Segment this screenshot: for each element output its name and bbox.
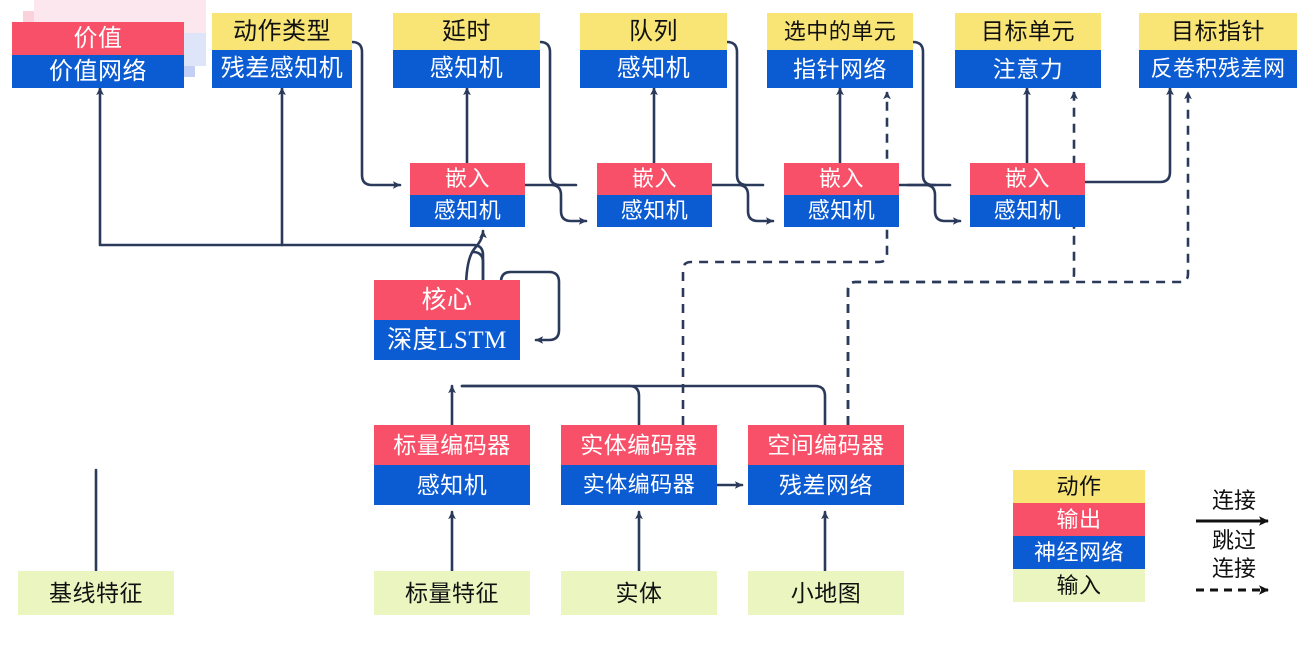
node-action-type-top: 动作类型 <box>212 13 352 50</box>
node-selected-units-bottom: 指针网络 <box>767 50 913 88</box>
node-action-type-bottom: 残差感知机 <box>212 50 352 88</box>
legend-color-key: 动作 输出 神经网络 输入 <box>1013 470 1145 602</box>
legend-swatch-output: 输出 <box>1013 503 1145 536</box>
node-embed-2-top: 嵌入 <box>597 163 712 195</box>
wire-queued-rail <box>725 40 765 187</box>
node-core-top: 核心 <box>374 280 520 320</box>
node-embed-4[interactable]: 嵌入 感知机 <box>970 163 1085 227</box>
node-minimap-label: 小地图 <box>748 571 904 615</box>
node-baseline-features[interactable]: 基线特征 <box>18 571 174 615</box>
node-target-unit-top: 目标单元 <box>955 13 1101 50</box>
node-value-top: 价值 <box>12 22 184 55</box>
node-scalar-encoder-bottom: 感知机 <box>374 465 530 505</box>
node-delay-top: 延时 <box>393 13 540 50</box>
wire-embed4-to-targetpoint <box>1083 86 1174 184</box>
node-entities[interactable]: 实体 <box>561 571 717 615</box>
node-queued[interactable]: 队列 感知机 <box>580 13 727 88</box>
node-core[interactable]: 核心 深度LSTM <box>374 280 520 360</box>
wire-selected-rail <box>911 40 952 187</box>
node-baseline-features-label: 基线特征 <box>18 571 174 615</box>
skip-entityenc-to-selectedunits <box>681 91 891 425</box>
node-spatial-encoder-top: 空间编码器 <box>748 425 904 465</box>
legend-swatch-action: 动作 <box>1013 470 1145 503</box>
node-core-bottom: 深度LSTM <box>374 320 520 360</box>
node-entity-encoder-bottom: 实体编码器 <box>561 465 717 505</box>
node-spatial-encoder-bottom: 残差网络 <box>748 465 904 505</box>
node-target-point[interactable]: 目标指针 反卷积残差网 <box>1139 13 1297 88</box>
wire-embed2-to-embed3 <box>710 183 775 225</box>
wire-entityenc-to-core <box>460 384 641 427</box>
node-embed-1-top: 嵌入 <box>410 163 525 195</box>
node-embed-1-bottom: 感知机 <box>410 195 525 227</box>
node-action-type[interactable]: 动作类型 残差感知机 <box>212 13 352 88</box>
node-entity-encoder[interactable]: 实体编码器 实体编码器 <box>561 425 717 505</box>
node-scalar-features-label: 标量特征 <box>374 571 530 615</box>
node-target-unit-bottom: 注意力 <box>955 50 1101 88</box>
legend-skip-label-line2: 连接 <box>1211 556 1256 581</box>
node-embed-3-top: 嵌入 <box>784 163 899 195</box>
node-embed-2-bottom: 感知机 <box>597 195 712 227</box>
node-embed-3[interactable]: 嵌入 感知机 <box>784 163 899 227</box>
node-delay-bottom: 感知机 <box>393 50 540 88</box>
node-embed-3-bottom: 感知机 <box>784 195 899 227</box>
node-embed-4-top: 嵌入 <box>970 163 1085 195</box>
skip-spatialenc-to-targetunit <box>846 91 1078 425</box>
node-embed-1[interactable]: 嵌入 感知机 <box>410 163 525 227</box>
node-queued-top: 队列 <box>580 13 727 50</box>
legend-connection-label: 连接 <box>1211 488 1256 513</box>
node-spatial-encoder[interactable]: 空间编码器 残差网络 <box>748 425 904 505</box>
node-selected-units-top: 选中的单元 <box>767 13 913 50</box>
wire-embed1-to-embed2 <box>523 183 588 225</box>
node-embed-4-bottom: 感知机 <box>970 195 1085 227</box>
node-minimap[interactable]: 小地图 <box>748 571 904 615</box>
node-value-bottom: 价值网络 <box>12 55 184 88</box>
wire-spatialenc-to-core <box>460 384 827 427</box>
node-entity-encoder-top: 实体编码器 <box>561 425 717 465</box>
wire-delay-rail <box>538 40 578 187</box>
node-embed-2[interactable]: 嵌入 感知机 <box>597 163 712 227</box>
legend-skip-label-line1: 跳过 <box>1211 528 1256 553</box>
legend-swatch-input: 输入 <box>1013 569 1145 602</box>
node-scalar-encoder[interactable]: 标量编码器 感知机 <box>374 425 530 505</box>
node-delay[interactable]: 延时 感知机 <box>393 13 540 88</box>
node-selected-units[interactable]: 选中的单元 指针网络 <box>767 13 913 88</box>
node-queued-bottom: 感知机 <box>580 50 727 88</box>
node-target-unit[interactable]: 目标单元 注意力 <box>955 13 1101 88</box>
node-scalar-features[interactable]: 标量特征 <box>374 571 530 615</box>
node-entities-label: 实体 <box>561 571 717 615</box>
node-target-point-top: 目标指针 <box>1139 13 1297 50</box>
skip-spatialenc-to-targetpoint <box>846 91 1192 425</box>
node-scalar-encoder-top: 标量编码器 <box>374 425 530 465</box>
node-value[interactable]: 价值 价值网络 <box>12 0 206 88</box>
legend-swatch-network: 神经网络 <box>1013 536 1145 569</box>
node-target-point-bottom: 反卷积残差网 <box>1139 50 1297 88</box>
wire-embed3-to-embed4 <box>897 183 962 225</box>
